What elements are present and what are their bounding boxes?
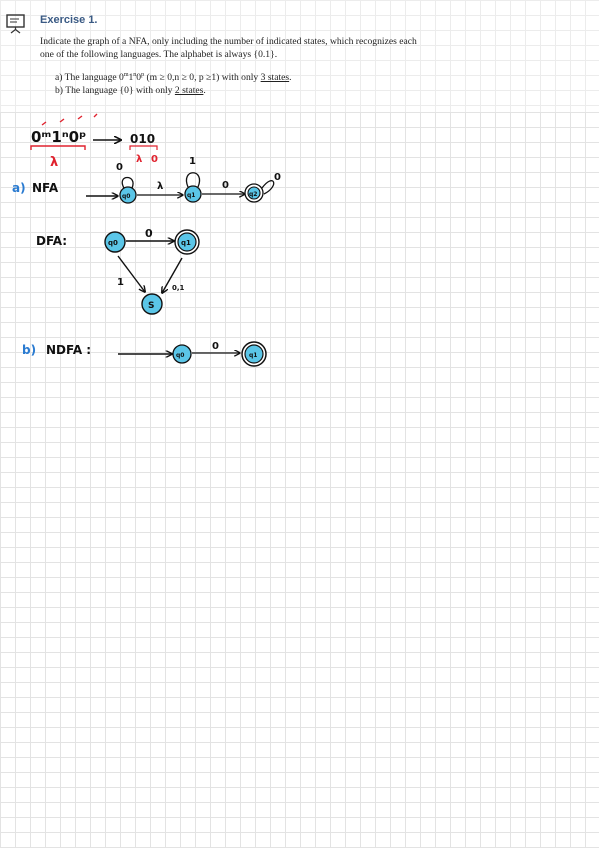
- red-bracket-left: [30, 145, 86, 150]
- label-dfa: DFA:: [36, 234, 67, 248]
- dfa-edge-01: [162, 257, 183, 293]
- svg-text:S: S: [148, 301, 154, 311]
- svg-text:1: 1: [189, 156, 196, 167]
- label-a: a): [12, 181, 26, 195]
- exercise-instruction: Indicate the graph of a NFA, only includ…: [40, 36, 417, 60]
- lambda-small-text: λ: [136, 154, 143, 165]
- svg-text:q1: q1: [181, 239, 191, 247]
- header-background: [0, 0, 599, 112]
- svg-text:q1: q1: [249, 352, 257, 359]
- svg-text:q0: q0: [176, 352, 184, 359]
- label-ndfa: NDFA :: [46, 343, 91, 357]
- svg-text:λ: λ: [157, 181, 164, 192]
- ndfa-state-q0: [172, 344, 192, 364]
- svg-text:0: 0: [222, 180, 229, 191]
- dfa-state-q0: [104, 231, 126, 253]
- svg-text:1: 1: [117, 277, 124, 288]
- zero-small-text: 0: [151, 154, 158, 165]
- label-nfa: NFA: [32, 181, 59, 195]
- nfa-loop-q0: [121, 176, 134, 189]
- svg-text:0: 0: [212, 341, 219, 352]
- item-b: b) The language {0} with only 2 states.: [55, 84, 206, 96]
- label-b: b): [22, 343, 36, 357]
- svg-text:q1: q1: [187, 192, 195, 199]
- item-a: a) The language 0m1n0p (m ≥ 0,n ≥ 0, p ≥…: [55, 72, 292, 84]
- svg-text:0: 0: [274, 172, 281, 183]
- nfa-loop-q2: [261, 180, 275, 195]
- exercise-items: a) The language 0m1n0p (m ≥ 0,n ≥ 0, p ≥…: [55, 69, 292, 97]
- svg-text:q2: q2: [249, 191, 257, 198]
- svg-text:0: 0: [116, 162, 123, 173]
- svg-text:q0: q0: [122, 193, 130, 200]
- nfa-state-q1: [184, 185, 202, 203]
- dfa-edge-1: [117, 255, 145, 292]
- lambda-left-text: λ: [50, 155, 58, 170]
- dfa-state-s: [141, 293, 163, 315]
- svg-text:0,1: 0,1: [172, 284, 185, 292]
- red-bracket-right: [129, 145, 158, 150]
- arrow-result-text: 010: [130, 132, 155, 146]
- red-annotation-marks: [41, 113, 98, 126]
- svg-text:0: 0: [145, 227, 153, 240]
- exercise-title: Exercise 1.: [40, 14, 98, 26]
- svg-text:q0: q0: [108, 239, 118, 247]
- nfa-state-q0: [119, 186, 137, 204]
- expression-text: 0ᵐ1ⁿ0ᵖ: [31, 128, 86, 146]
- slide-icon: [6, 14, 26, 39]
- nfa-loop-q1: [185, 172, 201, 188]
